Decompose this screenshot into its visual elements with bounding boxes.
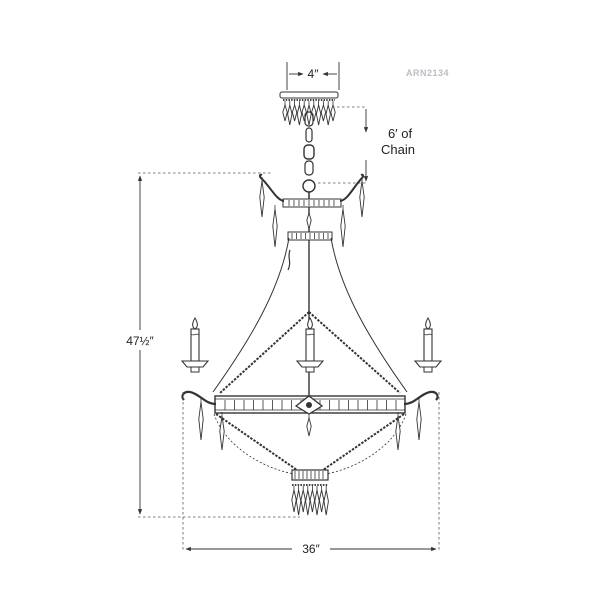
crystal-drop [300,486,306,513]
bottom-collar [291,469,329,516]
crystal-drop [295,486,302,516]
candle [180,317,210,373]
crystal-drop [340,205,346,248]
crystal-drop [325,101,331,126]
crystal-drop [311,101,317,122]
overall-width-dimension: 36″ [182,392,440,556]
chain [302,111,316,200]
crystal-drop [323,486,329,516]
chain-length-label-line1: 6′ of [388,126,413,141]
crystal-drop [296,101,303,126]
crystal-drop [320,101,327,122]
crystal-drop [259,177,265,218]
crystal-drop [330,101,336,122]
candles [180,317,443,373]
overall-height-label: 47½″ [126,334,154,348]
crystal-drop [306,101,312,126]
crystal-drop [219,412,225,451]
overall-height-dimension: 47½″ [126,172,300,518]
crystal-pendants [198,177,422,451]
chain-length-label-line2: Chain [381,142,415,157]
canopy-width-label: 4″ [308,67,320,81]
crystal-drop [305,486,311,516]
overall-width-label: 36″ [302,542,320,556]
crystal-drop [282,101,288,122]
crystal-drop [315,101,322,126]
crystal-drop [301,101,307,122]
main-ring [214,395,406,415]
candle-arms [181,390,439,406]
crystal-drop [291,101,298,122]
crystal-drop [359,177,365,218]
crystal-drop [318,486,325,513]
canopy-width-dimension: 4″ [286,62,340,90]
model-number: ARN2134 [406,68,449,78]
crystal-drop [198,398,204,441]
crystal-drop [306,209,312,230]
crystal-drop [309,486,316,513]
crystal-drop [306,414,312,437]
crystal-drop [272,205,278,248]
crystal-drop [416,398,422,441]
crystal-drop [314,486,320,516]
body-frame [212,237,408,475]
crystal-drop [287,101,293,126]
crystal-drop [395,412,401,451]
canopy [279,91,339,126]
candle [413,317,443,373]
crystal-drop [291,486,297,513]
candle [295,317,325,373]
